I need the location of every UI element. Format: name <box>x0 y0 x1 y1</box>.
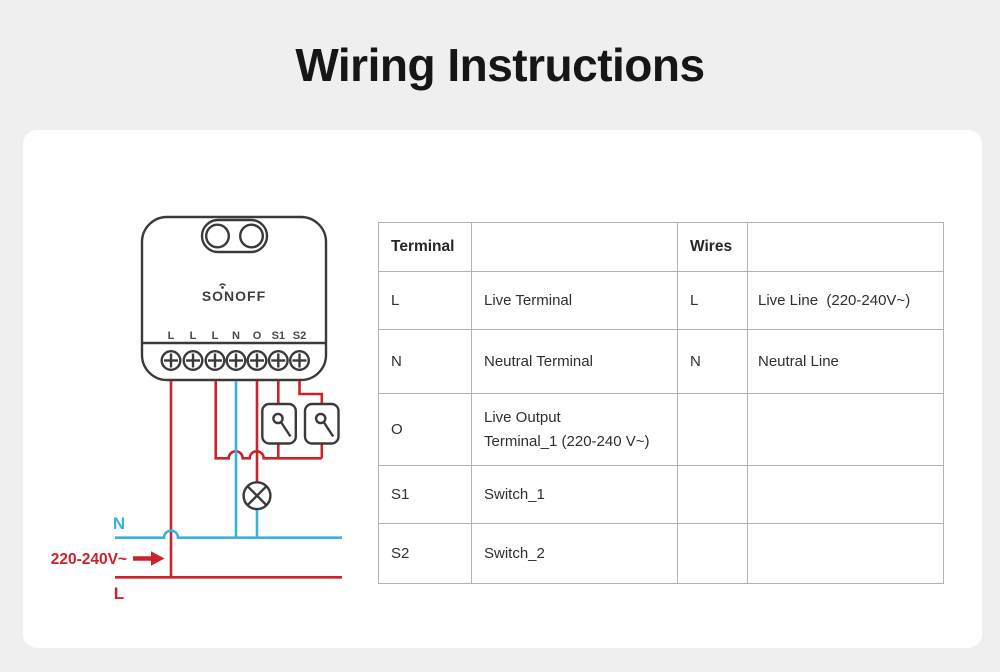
col-header-terminal: Terminal <box>378 222 472 272</box>
table-cell <box>747 465 944 524</box>
table-header-row: Terminal Wires <box>378 222 944 272</box>
table-cell: Switch_2 <box>471 523 678 584</box>
table-cell: Switch_1 <box>471 465 678 524</box>
table-cell <box>747 393 944 466</box>
table-cell: Neutral Line <box>747 329 944 394</box>
col-header-wires-desc <box>747 222 944 272</box>
table-cell: Live Output Terminal_1 (220-240 V~) <box>471 393 678 466</box>
table-row: S1 Switch_1 <box>378 465 944 524</box>
table-row: L Live Terminal L Live Line (220-240V~) <box>378 271 944 330</box>
table-row: S2 Switch_2 <box>378 523 944 584</box>
table-cell: O <box>378 393 472 466</box>
table-cell: Neutral Terminal <box>471 329 678 394</box>
col-header-terminal-desc <box>471 222 678 272</box>
col-header-wires: Wires <box>677 222 748 272</box>
table-cell <box>747 523 944 584</box>
table-cell: L <box>677 271 748 330</box>
table-cell: S1 <box>378 465 472 524</box>
table-cell: L <box>378 271 472 330</box>
table-cell: S2 <box>378 523 472 584</box>
table-row: N Neutral Terminal N Neutral Line <box>378 329 944 394</box>
table-cell: N <box>378 329 472 394</box>
table-cell: Live Terminal <box>471 271 678 330</box>
table-cell <box>677 523 748 584</box>
page-title: Wiring Instructions <box>295 39 705 91</box>
table-cell <box>677 393 748 466</box>
table-row: O Live Output Terminal_1 (220-240 V~) <box>378 393 944 466</box>
table-cell <box>677 465 748 524</box>
table-cell: N <box>677 329 748 394</box>
table-cell: Live Line (220-240V~) <box>747 271 944 330</box>
wiring-table: Terminal Wires L Live Terminal L Live Li… <box>378 222 944 584</box>
